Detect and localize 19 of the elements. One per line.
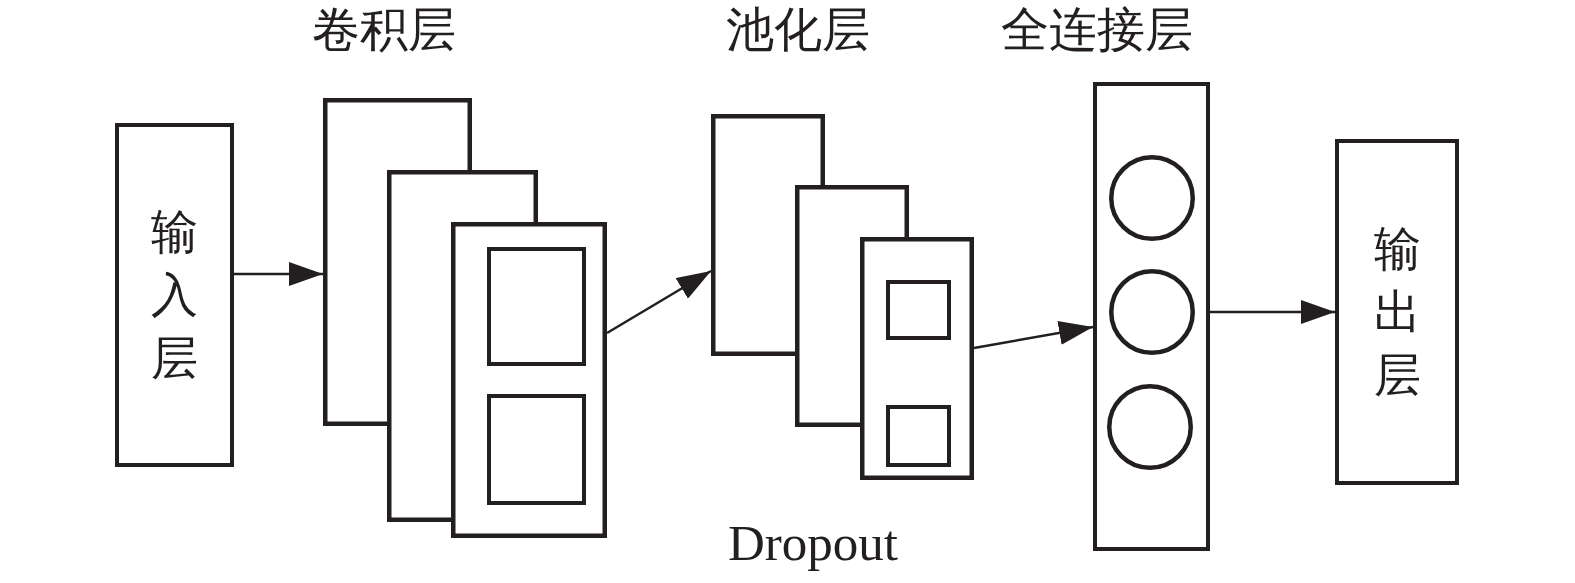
layer-box (1335, 139, 1459, 485)
arrow (1210, 300, 1335, 324)
node-circle (1106, 383, 1193, 470)
layer-title: 卷积层 (312, 5, 456, 55)
layer-title: 池化层 (726, 5, 870, 55)
layer-label: 输入层 (150, 204, 199, 386)
inner-square (487, 247, 586, 366)
inner-square (886, 280, 951, 340)
layer-title: 全连接层 (1000, 4, 1193, 55)
node-circle (1108, 268, 1195, 355)
arrow (973, 321, 1094, 350)
inner-square (886, 405, 951, 467)
layer-label: 输出层 (1372, 221, 1422, 403)
annotation-text: Dropout (728, 518, 898, 569)
inner-square (487, 394, 586, 505)
arrow (606, 269, 712, 335)
arrow (234, 262, 323, 286)
layer-box (115, 123, 234, 467)
node-circle (1108, 154, 1195, 241)
